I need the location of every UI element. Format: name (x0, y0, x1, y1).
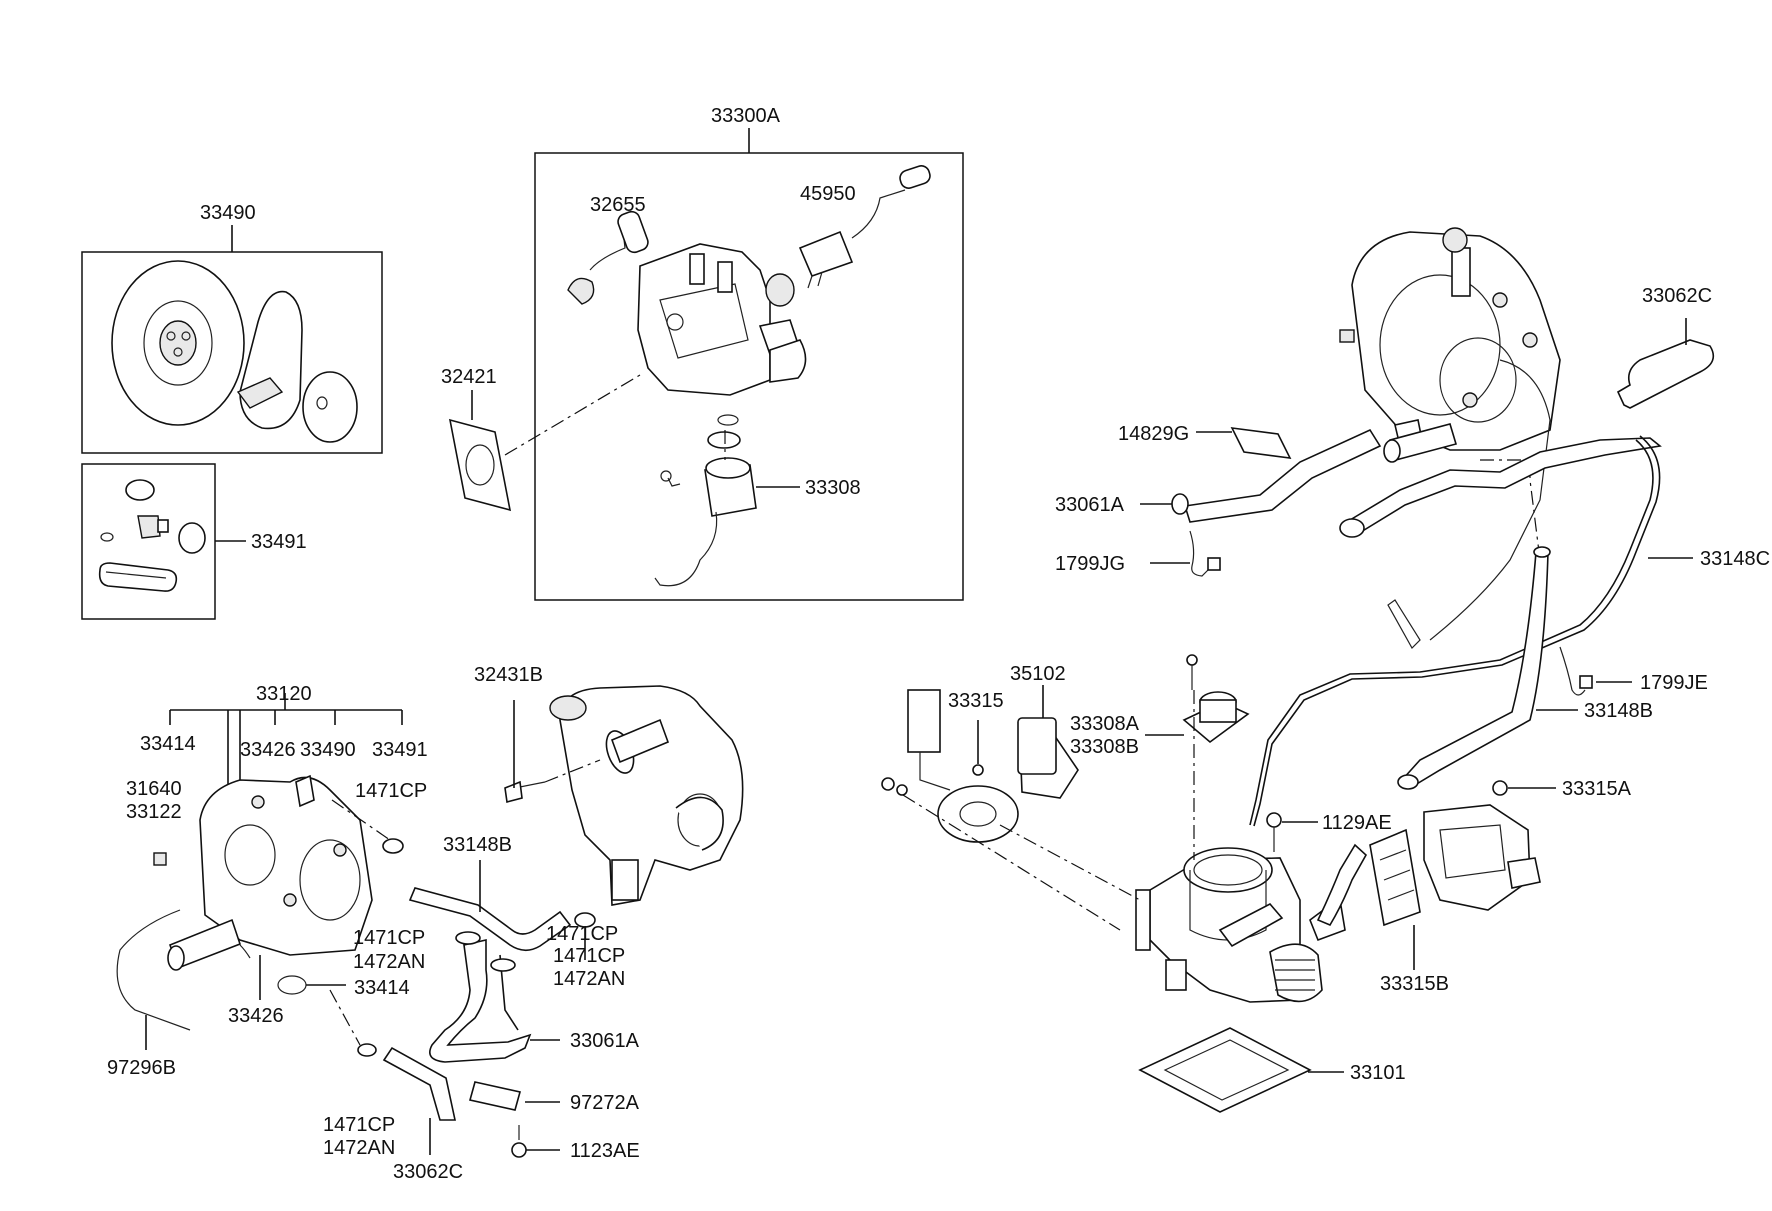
label-32431B: 32431B (474, 664, 543, 686)
clip-1799JE (1559, 646, 1632, 696)
label-33490-b: 33490 (300, 739, 356, 761)
kit-33300A-group (534, 128, 964, 601)
hose-33062C-bottom (329, 989, 456, 1155)
label-33414-a: 33414 (140, 733, 196, 755)
label-33315B: 33315B (1380, 973, 1449, 995)
label-33300A: 33300A (711, 105, 781, 127)
label-33101: 33101 (1350, 1062, 1406, 1084)
label-1799JG: 1799JG (1055, 553, 1125, 575)
screw-1129AE (1266, 812, 1318, 852)
label-33120: 33120 (256, 683, 312, 705)
hose-33061A-top (1140, 428, 1382, 523)
vaporizer-top-right (1339, 227, 1561, 649)
label-33062C-bot: 33062C (393, 1161, 463, 1183)
label-1471CP-b: 1471CP (546, 923, 618, 945)
label-1129AE: 1129AE (1322, 812, 1392, 834)
bracket-14829G (1196, 427, 1292, 459)
label-33315: 33315 (948, 690, 1004, 712)
label-33062C-top: 33062C (1642, 285, 1712, 307)
label-1472AN-e: 1472AN (323, 1137, 395, 1159)
kit-33490-group (81, 225, 383, 454)
hose-33061A-bottom (429, 931, 560, 1063)
label-31640: 31640 (126, 778, 182, 800)
label-33061A-top: 33061A (1055, 494, 1125, 516)
label-33426-b: 33426 (228, 1005, 284, 1027)
label-1471CP-e: 1471CP (323, 1114, 395, 1136)
labels: 33300A 33490 32655 45950 32421 33308 334… (107, 105, 1770, 1183)
vaporizer-33120-body (199, 776, 373, 956)
connector-33315 (881, 689, 1121, 931)
label-33414-b: 33414 (354, 977, 410, 999)
clip-1799JG (1150, 530, 1221, 577)
label-32655: 32655 (590, 194, 646, 216)
label-1471CP-a: 1471CP (355, 780, 427, 802)
label-1471CP-d: 1471CP (553, 945, 625, 967)
label-33148C: 33148C (1700, 548, 1770, 570)
throttle-body-33101 (1135, 843, 1368, 1003)
hose-33148B-mid (382, 838, 596, 960)
gasket-33315B (1369, 828, 1421, 970)
hose-33062C-top (1339, 318, 1715, 538)
label-1123AE: 1123AE (570, 1140, 640, 1162)
label-33308A: 33308A (1070, 713, 1140, 735)
kit-33300A-box (534, 152, 964, 601)
gasket-32421 (448, 374, 641, 512)
actuator-33315A (1423, 780, 1556, 911)
label-33308: 33308 (805, 477, 861, 499)
label-97272A: 97272A (570, 1092, 640, 1114)
label-33491-top: 33491 (251, 531, 307, 553)
label-33308B: 33308B (1070, 736, 1139, 758)
label-35102: 35102 (1010, 663, 1066, 685)
sensor-33308AB (1145, 654, 1250, 860)
label-33426-a: 33426 (240, 739, 296, 761)
hose-33148B-right (1397, 546, 1578, 790)
label-14829G: 14829G (1118, 423, 1189, 445)
small-disc-33490 (302, 371, 358, 443)
vaporizer-33120-group (116, 693, 403, 1050)
label-1472AN-c: 1472AN (353, 951, 425, 973)
label-33490-top: 33490 (200, 202, 256, 224)
kit-33491-group (81, 463, 246, 620)
gasket-33101 (1138, 1027, 1344, 1113)
label-33315A: 33315A (1562, 778, 1632, 800)
label-32421: 32421 (441, 366, 497, 388)
label-33148B-right: 33148B (1584, 700, 1653, 722)
label-97296B: 97296B (107, 1057, 176, 1079)
sensor-35102 (937, 685, 1141, 901)
mixer-32431B (504, 685, 744, 906)
label-33061A-mid: 33061A (570, 1030, 640, 1052)
tube-33148C (1249, 435, 1693, 827)
label-33148B-mid: 33148B (443, 834, 512, 856)
label-33491-b: 33491 (372, 739, 428, 761)
label-1799JE: 1799JE (1640, 672, 1708, 694)
label-1471CP-c: 1471CP (353, 927, 425, 949)
bracket-97272A (469, 1081, 560, 1158)
label-33122: 33122 (126, 801, 182, 823)
label-1472AN-d: 1472AN (553, 968, 625, 990)
label-45950: 45950 (800, 183, 856, 205)
